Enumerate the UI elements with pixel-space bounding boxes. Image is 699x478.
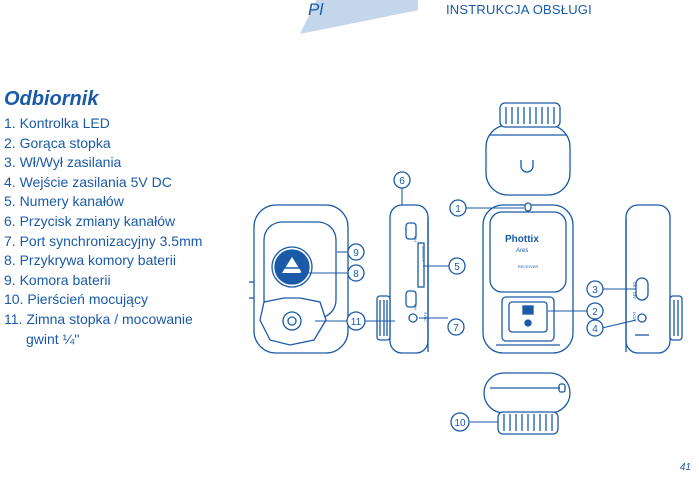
callout-3-label: 3	[592, 285, 598, 296]
language-code: Pl	[308, 0, 324, 19]
switch-off-label: OFF	[632, 292, 636, 299]
list-item: 8. Przykrywa komory baterii	[4, 252, 176, 269]
parts-list: 1. Kontrolka LED 2. Gorąca stopka 3. Wł/…	[4, 114, 202, 349]
list-item: 2. Gorąca stopka	[4, 134, 111, 151]
device-label: RECEIVER	[518, 264, 539, 269]
callout-2-label: 2	[592, 307, 598, 318]
receiver-side-view-channels	[376, 204, 429, 354]
dc-input-label: DC5V	[632, 312, 636, 322]
list-item: 9. Komora baterii	[4, 271, 111, 288]
list-item: 5. Numery kanałów	[4, 193, 124, 210]
ch-label-top: CH	[413, 236, 418, 242]
list-item: 10. Pierścień mocujący	[4, 291, 148, 308]
list-item: 11. Zimna stopka / mocowanie	[4, 310, 193, 327]
callout-9-label: 9	[353, 248, 359, 259]
list-item: 6. Przycisk zmiany kanałów	[4, 212, 176, 229]
callout-5	[448, 257, 466, 275]
callout-8-label: 8	[353, 269, 359, 280]
callout-5-label: 5	[454, 262, 460, 273]
callout-10	[450, 412, 470, 432]
callout-7-label: 7	[453, 323, 459, 334]
callout-markers	[346, 171, 604, 432]
sync-label: SYNC	[423, 312, 427, 322]
callout-4	[586, 319, 604, 337]
list-item: 4. Wejście zasilania 5V DC	[4, 173, 172, 190]
channel-digits: 12345678	[421, 246, 425, 262]
section-title: Odbiornik	[4, 88, 99, 110]
device-labels: Phottix Ares RECEIVER CH CH 12345678 SYN…	[413, 234, 636, 322]
callout-1	[449, 199, 467, 217]
callout-8	[347, 264, 365, 282]
list-item-continuation: gwint ¼''	[26, 330, 80, 347]
model-name: Ares	[515, 248, 528, 254]
callout-1-label: 1	[455, 204, 461, 215]
callout-2	[586, 302, 604, 320]
list-item: 3. Wł/Wył zasilania	[4, 154, 122, 171]
callout-leader-lines	[300, 188, 637, 423]
receiver-front-view	[482, 202, 574, 354]
callout-6	[393, 171, 411, 189]
receiver-back-view	[249, 204, 349, 354]
callout-11	[346, 311, 366, 331]
list-item: 1. Kontrolka LED	[4, 115, 110, 131]
page-number: 41	[679, 462, 691, 473]
callout-3	[586, 280, 604, 298]
callout-7	[447, 318, 465, 336]
switch-on-label: ON	[632, 282, 636, 288]
receiver-top-view	[485, 102, 571, 196]
callout-6-label: 6	[399, 176, 405, 187]
callout-4-label: 4	[592, 324, 598, 335]
callout-11-label: 11	[351, 317, 362, 328]
brand-logo-text: Phottix	[505, 234, 539, 245]
callout-9	[347, 243, 365, 261]
receiver-bottom-view	[483, 372, 571, 435]
list-item: 7. Port synchronizacyjny 3.5mm	[4, 232, 203, 249]
callout-10-label: 10	[454, 418, 466, 429]
document-title: INSTRUKCJA OBSŁUGI	[446, 2, 592, 17]
callout-numbers: 1 2 3 4 5 6 7 8 9 10 11	[351, 176, 598, 429]
ch-label-bottom: CH	[413, 304, 418, 310]
receiver-side-view-power	[625, 204, 683, 354]
